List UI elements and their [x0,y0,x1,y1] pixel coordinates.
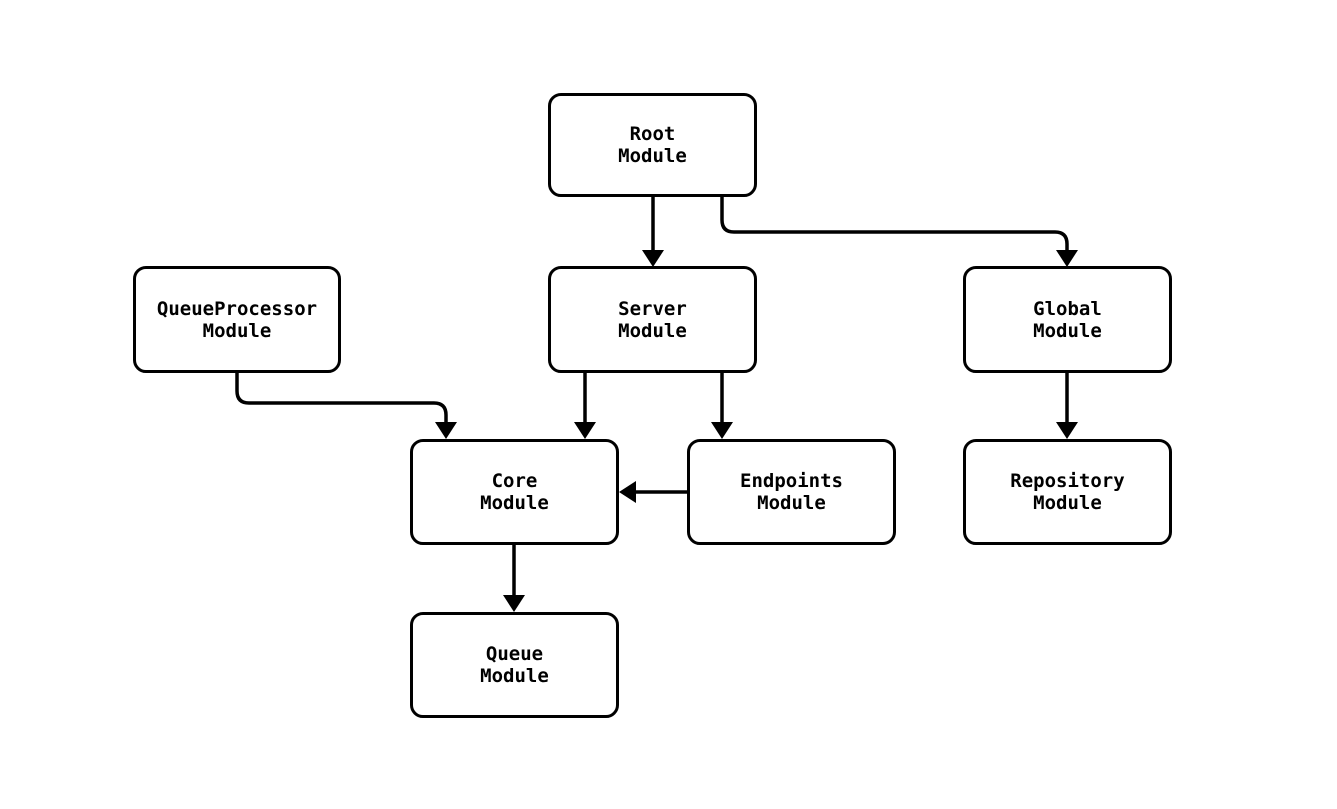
node-label: Module [480,492,549,514]
edge-root-to-global [720,197,1078,267]
node-repository-module: Repository Module [963,439,1172,545]
node-core-module: Core Module [410,439,619,545]
edge-queueprocessor-to-core [235,373,457,439]
edge-server-to-endpoints [711,373,733,439]
node-label: Server [618,297,687,320]
edge-core-to-queue [503,545,525,612]
node-endpoints-module: Endpoints Module [687,439,896,545]
node-label: Module [1033,319,1102,342]
edge-server-to-core [574,373,596,439]
edge-root-to-server [642,197,664,267]
node-label: Core [491,470,538,492]
node-label: Root [629,123,676,145]
node-label: Queue [485,643,544,665]
node-label: Module [757,492,826,514]
node-label: Module [618,145,687,167]
node-label: QueueProcessor [156,297,318,320]
node-label: Global [1033,297,1102,320]
node-queueprocessor-module: QueueProcessor Module [133,266,341,373]
node-label: Repository [1010,470,1125,492]
node-label: Endpoints [740,470,843,492]
node-label: Module [618,319,687,342]
node-server-module: Server Module [548,266,757,373]
edge-endpoints-to-core [619,481,687,503]
node-label: Module [480,665,549,687]
edge-global-to-repository [1056,373,1078,439]
node-global-module: Global Module [963,266,1172,373]
node-label: Module [202,319,272,342]
node-label: Module [1033,492,1102,514]
node-queue-module: Queue Module [410,612,619,718]
node-root-module: Root Module [548,93,757,197]
